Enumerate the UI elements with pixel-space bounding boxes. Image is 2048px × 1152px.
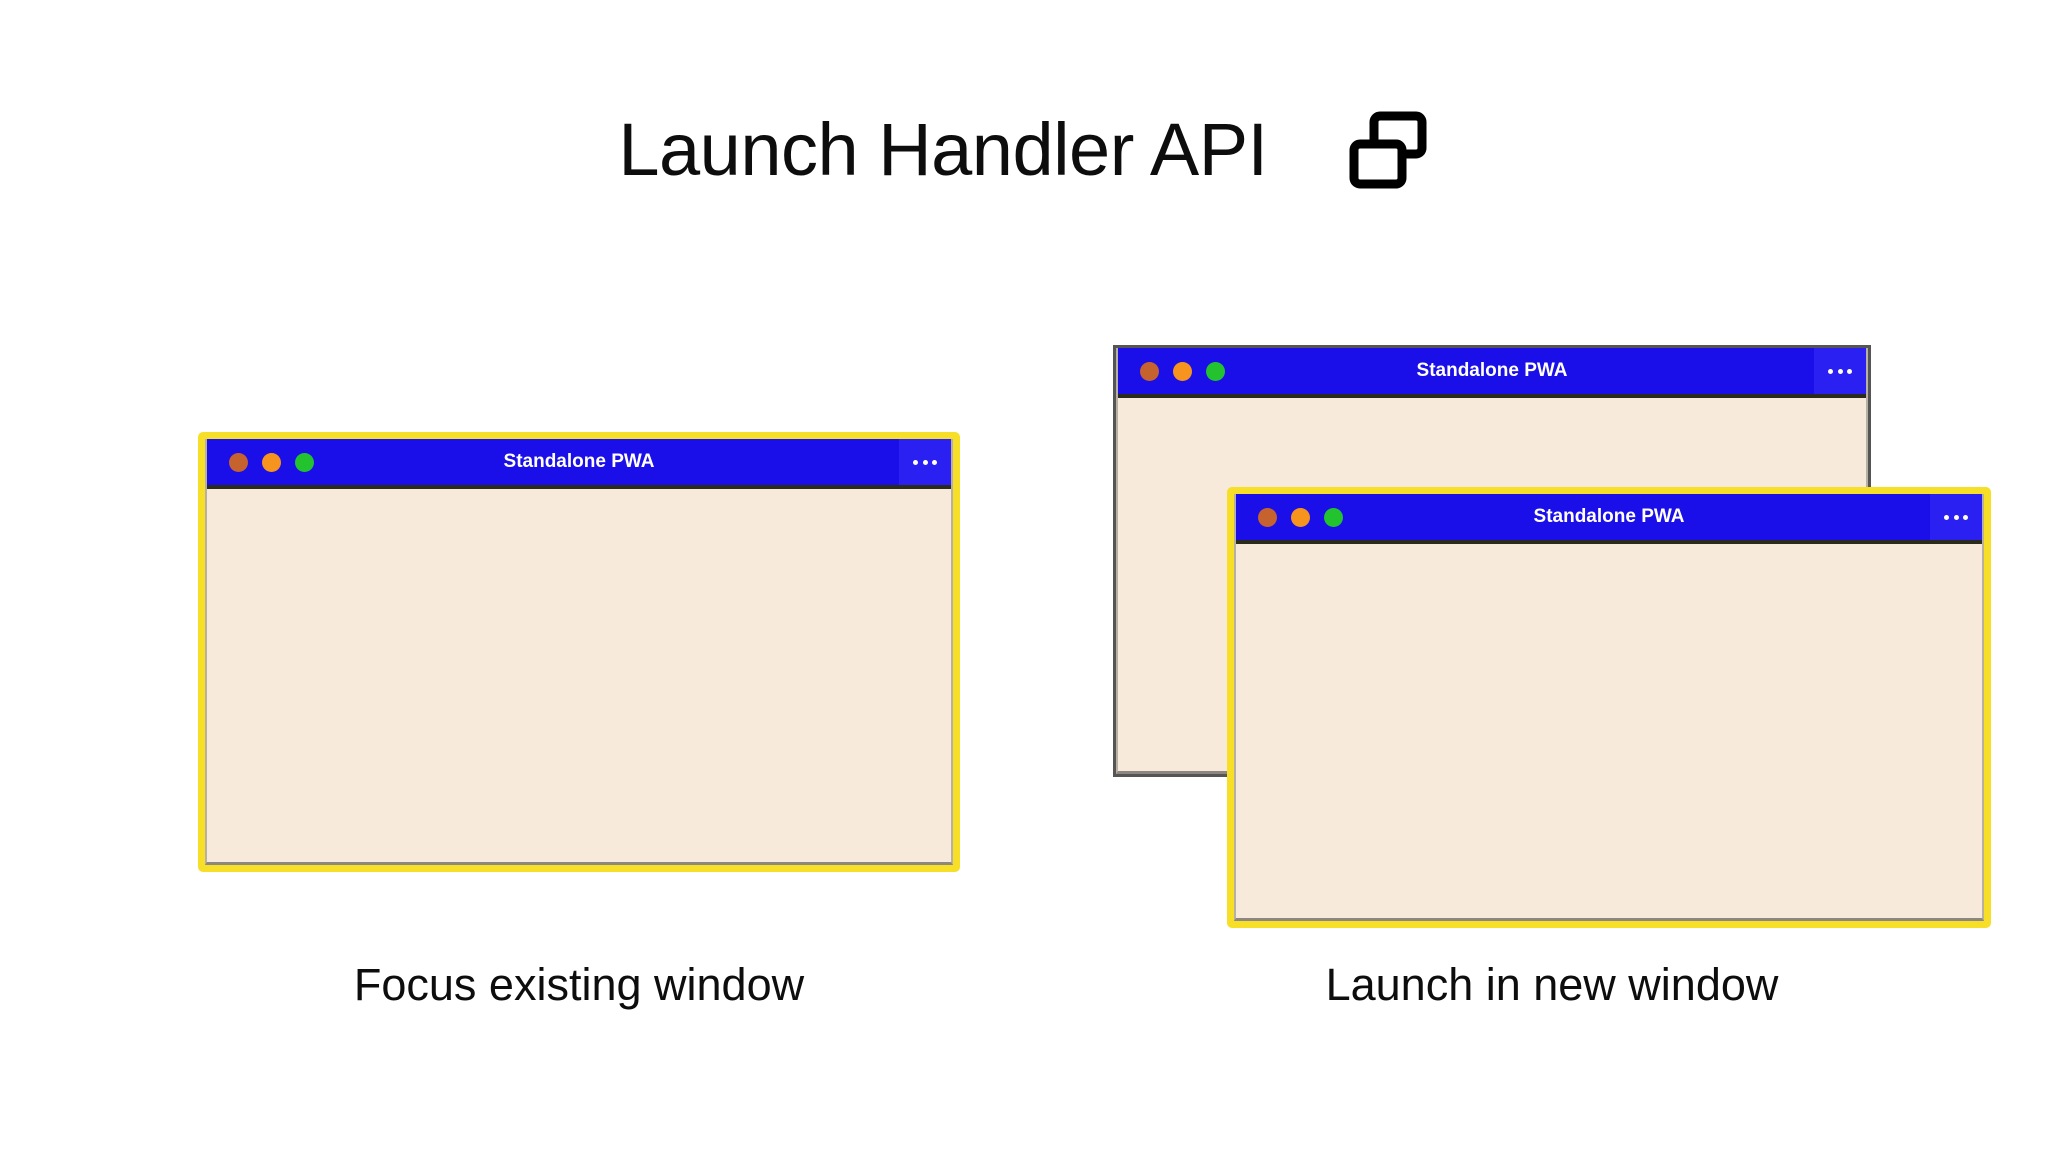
- menu-dot-3: [1846, 368, 1852, 374]
- window-titlebar[interactable]: Standalone PWA: [1118, 348, 1866, 398]
- menu-dot-2: [1837, 368, 1843, 374]
- window-content-area: [207, 489, 951, 862]
- menu-dot-3: [1962, 514, 1968, 520]
- maximize-window-dot[interactable]: [1324, 507, 1343, 527]
- menu-dot-2: [922, 459, 928, 465]
- window-titlebar[interactable]: Standalone PWA: [207, 439, 951, 489]
- menu-dot-3: [931, 459, 937, 465]
- overflow-menu-icon[interactable]: [1814, 348, 1866, 394]
- window-inner: Standalone PWA: [205, 439, 953, 865]
- window-title: Standalone PWA: [1533, 506, 1685, 527]
- window-focus-existing[interactable]: Standalone PWA: [198, 432, 960, 872]
- overflow-menu-icon[interactable]: [899, 439, 951, 485]
- window-controls: [1140, 361, 1225, 381]
- minimize-window-dot[interactable]: [262, 452, 281, 472]
- menu-dot-1: [1828, 368, 1834, 374]
- close-window-dot[interactable]: [229, 452, 248, 472]
- window-content-area: [1236, 544, 1982, 918]
- maximize-window-dot[interactable]: [1206, 361, 1225, 381]
- close-window-dot[interactable]: [1258, 507, 1277, 527]
- minimize-window-dot[interactable]: [1291, 507, 1310, 527]
- window-controls: [229, 452, 314, 472]
- window-inner: Standalone PWA: [1234, 494, 1984, 921]
- caption-focus-existing-window: Focus existing window: [353, 959, 805, 1010]
- caption-launch-in-new-window: Launch in new window: [1325, 959, 1779, 1010]
- window-controls: [1258, 507, 1343, 527]
- page-title: Launch Handler API: [618, 108, 1268, 191]
- menu-dot-2: [1953, 514, 1959, 520]
- menu-dot-1: [913, 459, 919, 465]
- overflow-menu-icon[interactable]: [1930, 494, 1982, 540]
- close-window-dot[interactable]: [1140, 361, 1159, 381]
- window-titlebar[interactable]: Standalone PWA: [1236, 494, 1982, 544]
- menu-dot-1: [1944, 514, 1950, 520]
- window-title: Standalone PWA: [1416, 360, 1568, 381]
- two-overlapping-windows-icon: [1349, 111, 1427, 189]
- page-header: Launch Handler API: [0, 108, 2048, 192]
- maximize-window-dot[interactable]: [295, 452, 314, 472]
- window-title: Standalone PWA: [503, 451, 655, 472]
- window-launch-new-foreground[interactable]: Standalone PWA: [1227, 487, 1991, 928]
- minimize-window-dot[interactable]: [1173, 361, 1192, 381]
